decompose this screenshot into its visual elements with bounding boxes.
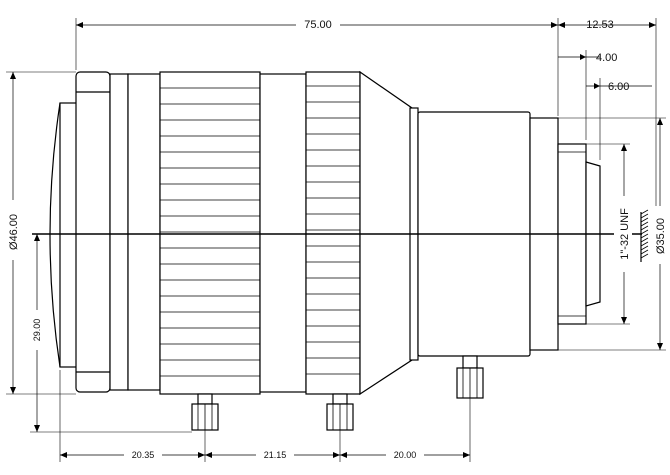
focus-ring-ribs (160, 87, 260, 377)
lens-body (49, 70, 601, 396)
label-mount-diameter: Ø35.00 (655, 218, 667, 254)
iris-ring (305, 71, 361, 395)
label-thread-length: 4.00 (596, 52, 617, 64)
spacer-ring-1 (109, 73, 129, 391)
dim-overall-length: 75.00 (75, 17, 559, 116)
label-screw-spacing-3: 20.00 (394, 450, 417, 460)
label-thread-spec: 1"-32 UNF (619, 208, 631, 260)
dim-screw-spacing: 20.35 21.15 20.00 (59, 370, 471, 462)
screw-3 (456, 355, 484, 399)
spacer-ring-2 (127, 73, 161, 391)
label-back-offset: 6.00 (608, 81, 629, 93)
dim-outer-diameter: Ø46.00 (4, 71, 76, 395)
image-plane-symbol (640, 209, 649, 262)
label-screw-spacing-1: 20.35 (132, 450, 155, 460)
label-outer-diameter: Ø46.00 (8, 214, 20, 250)
taper-cone (359, 70, 413, 396)
dim-half-height: 29.00 (28, 234, 192, 433)
dim-thread-spec: 1"-32 UNF (586, 143, 632, 325)
focus-ring (159, 71, 261, 395)
label-flange-offset: 12.53 (586, 19, 614, 31)
iris-ring-ribs (306, 85, 360, 375)
front-bezel (59, 102, 79, 368)
label-overall-length: 75.00 (304, 19, 332, 31)
dim-flange-offset: 12.53 (558, 18, 657, 212)
front-ring (75, 71, 111, 393)
screw-1 (191, 393, 219, 431)
middle-barrel (259, 73, 307, 393)
label-screw-spacing-2: 21.15 (264, 450, 287, 460)
dim-thread-length: 4.00 (558, 50, 617, 140)
dim-mount-diameter: Ø35.00 (558, 117, 668, 351)
front-glass (49, 102, 61, 368)
label-half-height: 29.00 (32, 319, 42, 342)
dim-back-offset: 6.00 (586, 78, 652, 160)
screw-2 (326, 393, 354, 431)
